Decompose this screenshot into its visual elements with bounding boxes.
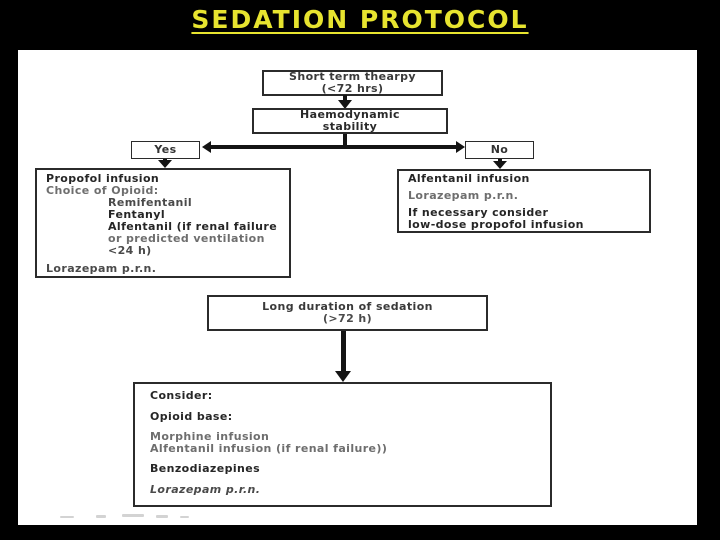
clipped-text-fragment: [122, 514, 144, 517]
long-duration-box: Long duration of sedation (>72 h): [207, 295, 488, 331]
long-duration-line2: (>72 h): [322, 312, 373, 325]
opioid-option-remifentanil: Remifentanil: [108, 196, 193, 209]
lorazepam-prn-line: Lorazepam p.r.n.: [150, 483, 261, 496]
yes-label: Yes: [154, 143, 177, 156]
arrow-long-to-consider-head: [335, 371, 351, 382]
short-term-line2: (<72 hrs): [321, 82, 384, 95]
opioid-option-ventilation: or predicted ventilation: [108, 232, 265, 245]
morphine-line: Morphine infusion: [150, 430, 270, 443]
slide-title: SEDATION PROTOCOL: [191, 5, 529, 34]
clipped-text-fragment: [96, 515, 106, 518]
clipped-text-fragment: [180, 516, 189, 518]
alfentanil-line1: Alfentanil infusion: [408, 172, 530, 185]
short-term-line1: Short term thearpy: [289, 70, 416, 83]
alfentanil-infusion-box: Alfentanil infusion Lorazepam p.r.n. If …: [397, 169, 651, 233]
clipped-text-fragment: [60, 516, 74, 518]
alfentanil-line2: Lorazepam p.r.n.: [408, 189, 519, 202]
consider-box: Consider: Opioid base: Morphine infusion…: [133, 382, 552, 507]
opioid-option-fentanyl: Fentanyl: [108, 208, 166, 221]
clipped-text-fragment: [156, 515, 168, 518]
consider-heading: Consider:: [150, 389, 213, 402]
branch-line: [207, 145, 459, 149]
alfentanil-renal-line: Alfentanil infusion (if renal failure)): [150, 442, 388, 455]
arrow-short-to-haemo-head: [338, 100, 352, 109]
opioid-option-alfentanil: Alfentanil (if renal failure: [108, 220, 278, 233]
branch-arrowhead-to-yes: [202, 141, 211, 153]
propofol-prn-line: Lorazepam p.r.n.: [46, 262, 157, 275]
arrow-long-to-consider-shaft: [341, 331, 346, 372]
propofol-line2: Choice of Opioid:: [46, 184, 159, 197]
yes-box: Yes: [131, 141, 200, 159]
alfentanil-line4: low-dose propofol infusion: [408, 218, 584, 231]
arrow-short-to-haemo-shaft: [343, 95, 347, 101]
arrow-yes-head: [158, 160, 172, 168]
no-label: No: [490, 143, 509, 156]
propofol-infusion-box: Propofol infusion Choice of Opioid: Remi…: [35, 168, 291, 278]
connector-haemo-to-branch: [343, 134, 347, 147]
haemodynamic-stability-box: Haemodynamic stability: [252, 108, 448, 134]
benzodiazepines-heading: Benzodiazepines: [150, 462, 261, 475]
arrow-no-shaft: [498, 159, 502, 162]
alfentanil-line3: If necessary consider: [408, 206, 549, 219]
flowchart-panel: Short term thearpy (<72 hrs) Haemodynami…: [18, 50, 697, 525]
haemodynamic-line1: Haemodynamic: [300, 108, 400, 121]
opioid-option-24h: <24 h): [108, 244, 152, 257]
no-box: No: [465, 141, 534, 159]
short-term-therapy-box: Short term thearpy (<72 hrs): [262, 70, 443, 96]
arrow-no-head: [493, 161, 507, 169]
long-duration-line1: Long duration of sedation: [262, 300, 433, 313]
branch-arrowhead-to-no: [456, 141, 465, 153]
propofol-line1: Propofol infusion: [46, 172, 160, 185]
haemodynamic-line2: stability: [322, 120, 378, 133]
opioid-base-heading: Opioid base:: [150, 410, 233, 423]
